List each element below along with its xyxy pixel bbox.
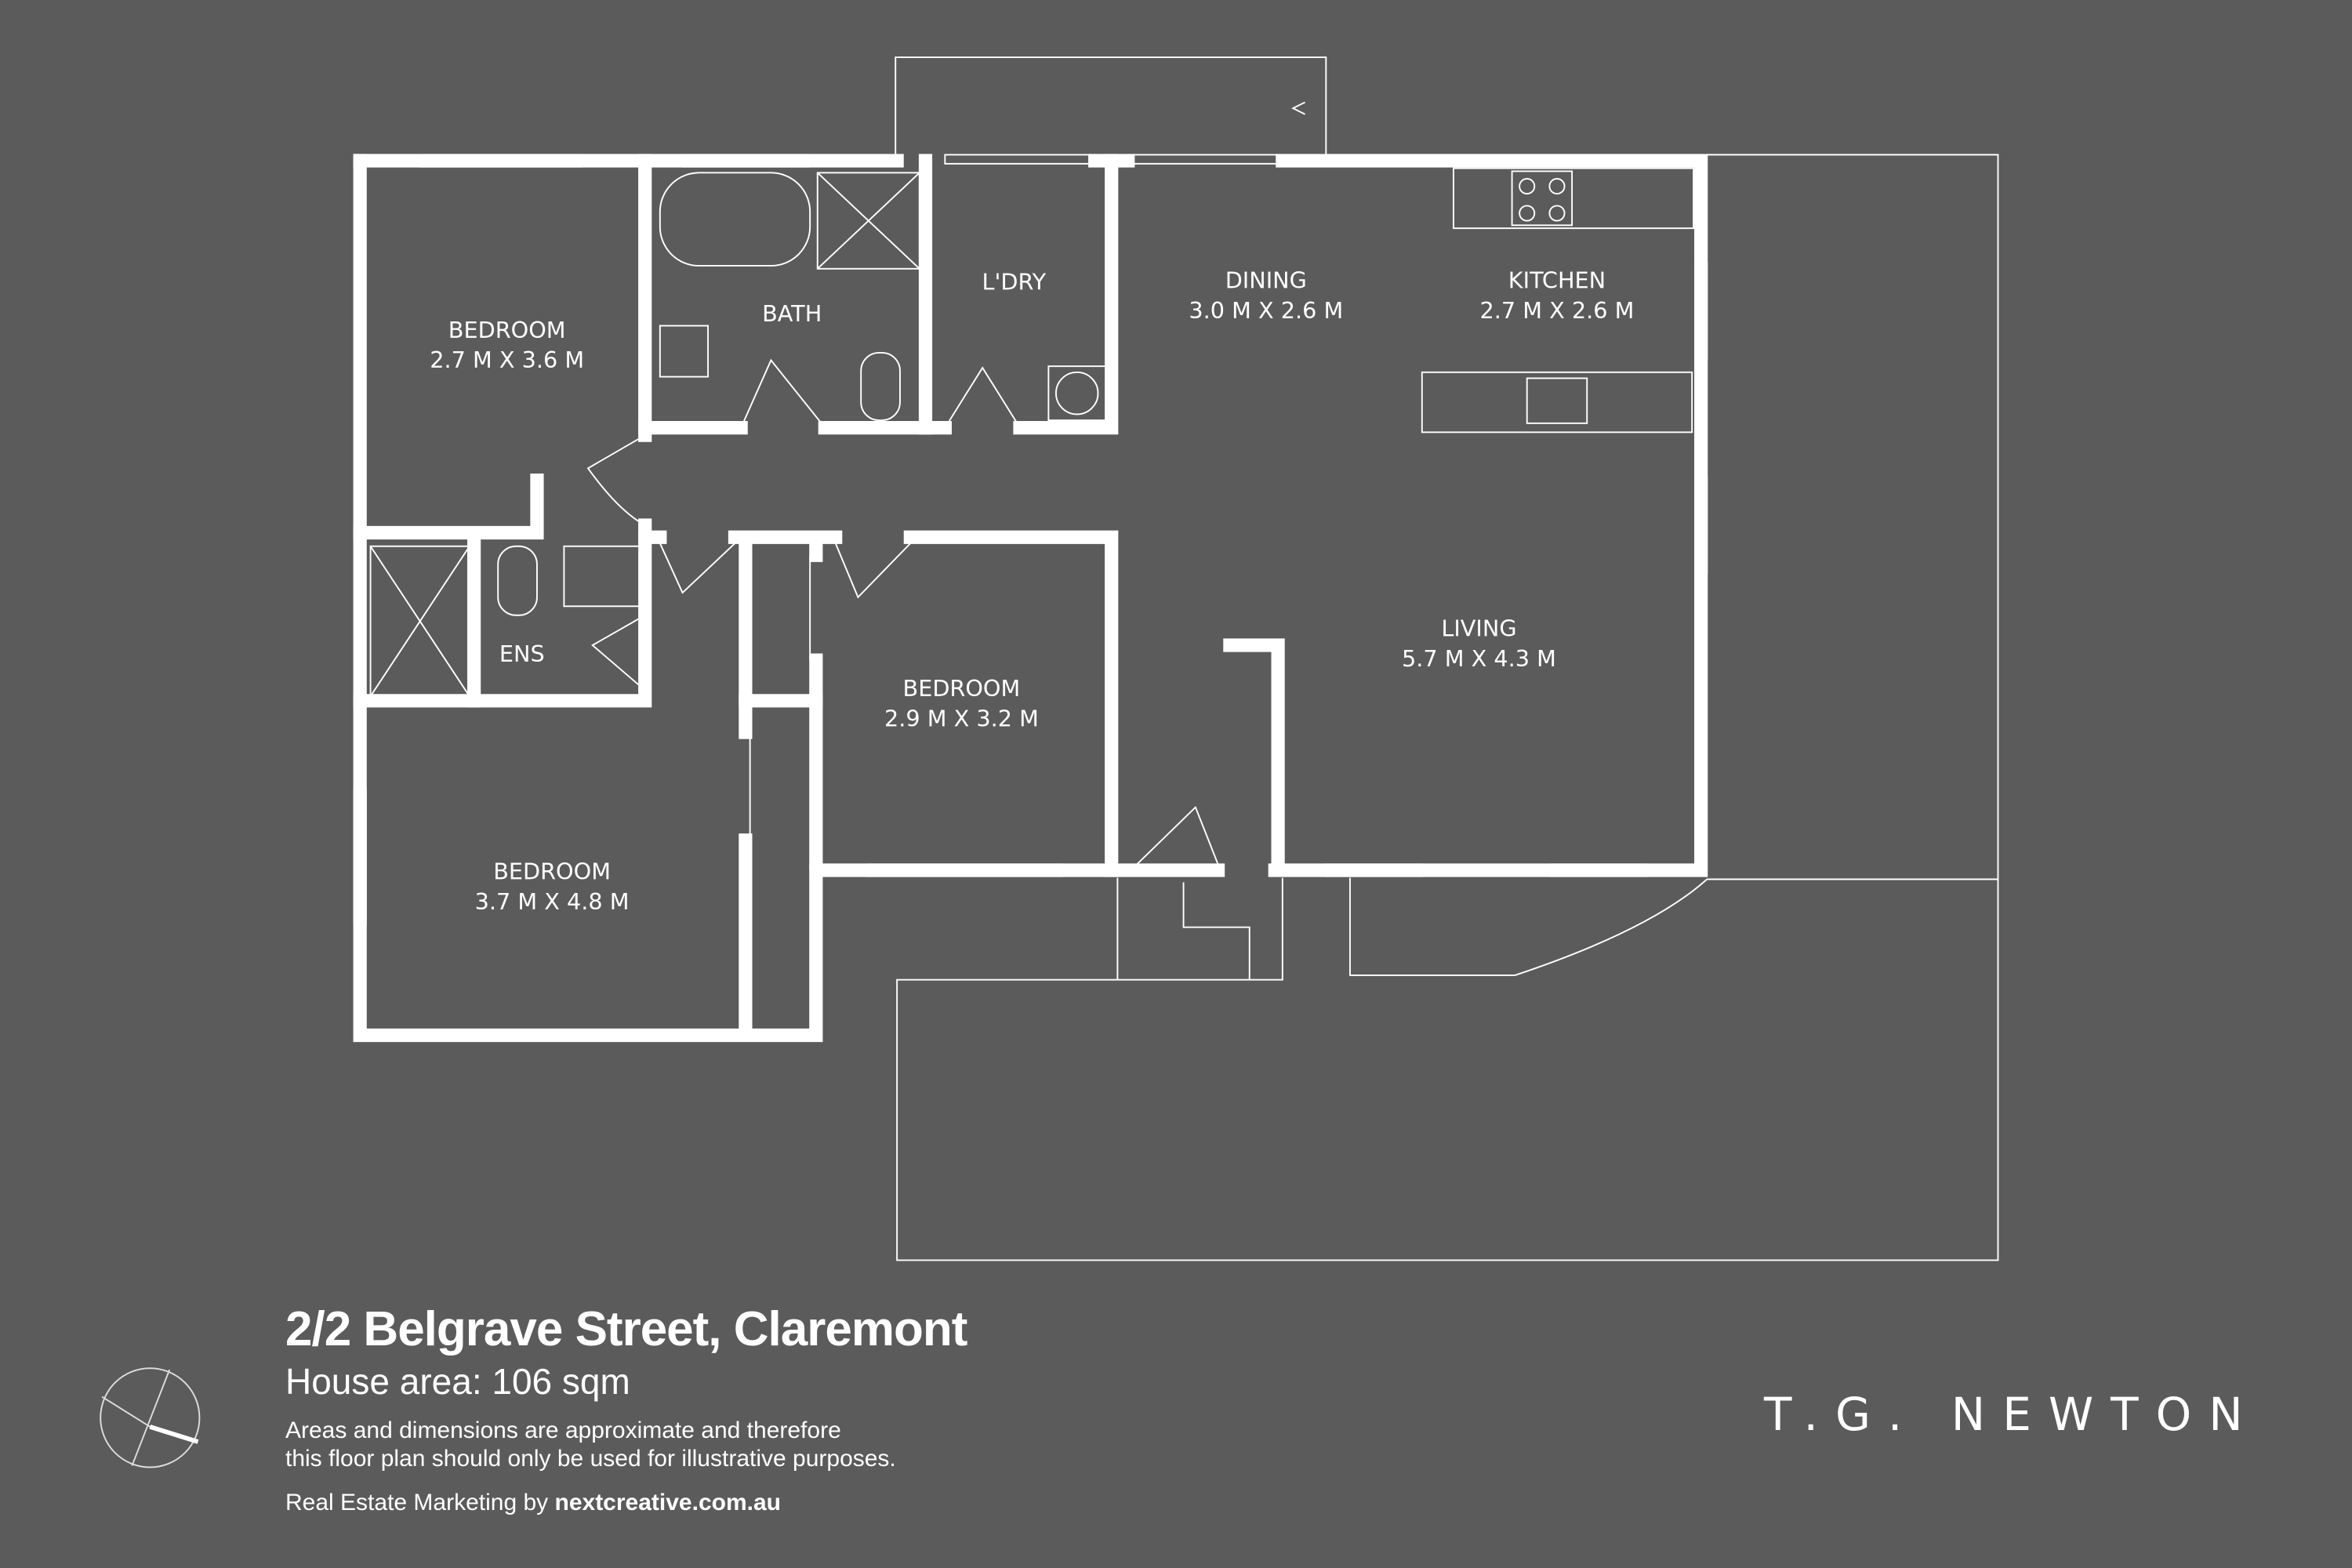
room-name: KITCHEN bbox=[1508, 267, 1606, 294]
room-dims: 3.0 M X 2.6 M bbox=[1189, 297, 1343, 324]
property-address: 2/2 Belgrave Street, Claremont bbox=[285, 1302, 967, 1356]
walls bbox=[353, 154, 1708, 1043]
room-name: BEDROOM bbox=[493, 858, 611, 884]
door-swing bbox=[659, 543, 736, 594]
room-name: DINING bbox=[1225, 267, 1307, 294]
door-swing bbox=[944, 366, 1021, 429]
shower-icon bbox=[816, 172, 920, 270]
room-name: ENS bbox=[499, 641, 545, 667]
room-name: LIVING bbox=[1441, 615, 1516, 642]
room-dims: 2.9 M X 3.2 M bbox=[884, 705, 1039, 731]
ensuite-basin-icon bbox=[563, 545, 643, 608]
entry-door-swing bbox=[1136, 805, 1219, 866]
agency-logo: T.G. NEWTON bbox=[1764, 1388, 2260, 1441]
kitchen-bench bbox=[1452, 167, 1695, 230]
door-swing bbox=[740, 358, 826, 429]
disclaimer-line-1: Areas and dimensions are approximate and… bbox=[285, 1417, 841, 1443]
outdoor-outlines bbox=[895, 56, 1999, 1261]
cooktop-icon bbox=[1511, 170, 1573, 227]
room-dims: 3.7 M X 4.8 M bbox=[475, 888, 630, 915]
room-dims: 2.7 M X 3.6 M bbox=[430, 347, 584, 373]
room-labels: BEDROOM 2.7 M X 3.6 M BATH L'DRY DINING … bbox=[430, 267, 1634, 915]
disclaimer-line-2: this floor plan should only be used for … bbox=[285, 1446, 896, 1472]
room-name: BATH bbox=[762, 300, 822, 327]
door-swing bbox=[591, 614, 646, 691]
room-dims: 5.7 M X 4.3 M bbox=[1402, 645, 1556, 672]
bathtub-icon bbox=[659, 172, 811, 267]
room-name: BEDROOM bbox=[448, 317, 566, 343]
room-name: L'DRY bbox=[982, 269, 1047, 296]
toilet-icon bbox=[860, 351, 901, 421]
marketing-credit: Real Estate Marketing by nextcreative.co… bbox=[285, 1490, 781, 1516]
sink-icon bbox=[1526, 377, 1588, 424]
ensuite-toilet-icon bbox=[497, 545, 538, 616]
compass-icon bbox=[100, 1367, 201, 1468]
windows bbox=[353, 154, 1708, 925]
door-swing bbox=[834, 543, 912, 599]
basin-icon bbox=[659, 325, 710, 378]
laundry-tub-icon bbox=[1047, 365, 1109, 421]
ensuite-shower-icon bbox=[369, 545, 470, 698]
room-dims: 2.7 M X 2.6 M bbox=[1480, 297, 1635, 324]
door-swing bbox=[586, 434, 646, 526]
fixtures bbox=[369, 167, 1695, 866]
kitchen-island bbox=[1421, 371, 1693, 434]
credit-link[interactable]: nextcreative.com.au bbox=[554, 1490, 781, 1515]
room-name: BEDROOM bbox=[903, 675, 1021, 702]
house-area: House area: 106 sqm bbox=[285, 1361, 630, 1402]
credit-prefix: Real Estate Marketing by bbox=[285, 1490, 555, 1515]
